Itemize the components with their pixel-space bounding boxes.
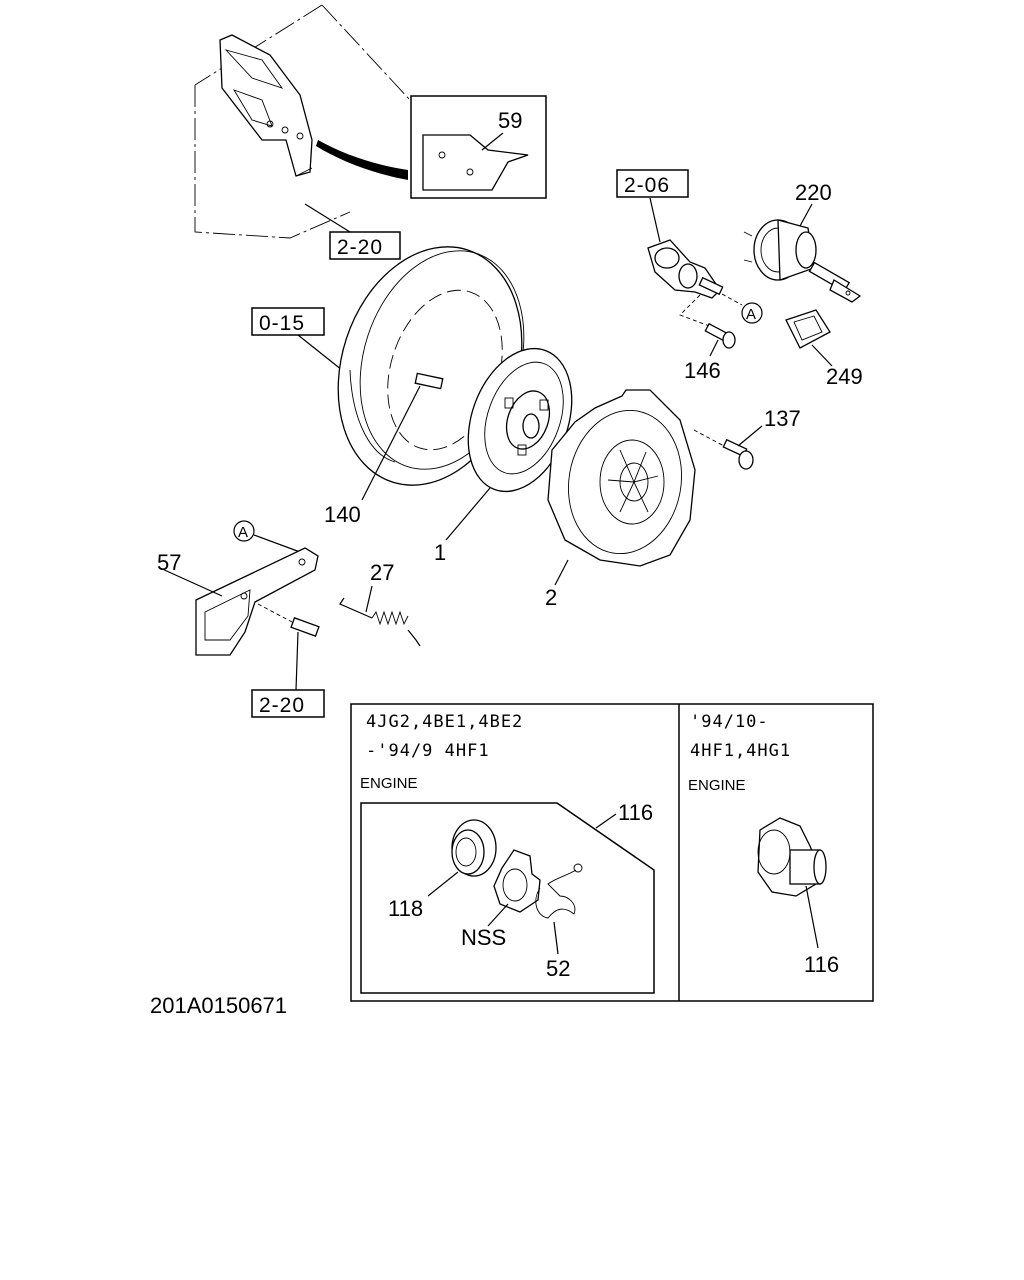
release-fork: 57 (157, 547, 319, 656)
right-engine-line1: '94/10- (690, 712, 769, 732)
gasket-249: 249 (785, 309, 863, 389)
label-59: 59 (498, 108, 522, 133)
svg-text:27: 27 (370, 560, 394, 585)
engine-variant-table: 4JG2,4BE1,4BE2 -'94/9 4HF1 ENGINE '94/10… (350, 703, 874, 1002)
ref-0-15[interactable]: 0-15 (251, 307, 325, 336)
svg-text:A: A (746, 306, 756, 323)
svg-text:116: 116 (618, 800, 653, 825)
marker-a-top: A (741, 302, 763, 324)
left-engine-label: ENGINE (360, 775, 418, 792)
return-spring: 27 (339, 560, 421, 647)
svg-text:146: 146 (684, 358, 721, 383)
clutch-master-cylinder (647, 239, 743, 306)
bolt-146: 146 (684, 322, 736, 383)
svg-text:249: 249 (826, 364, 863, 389)
left-engine-line1: 4JG2,4BE1,4BE2 (366, 712, 523, 732)
svg-text:52: 52 (546, 956, 570, 981)
bracket-59-detail-box: 59 (410, 95, 547, 199)
pedal-bracket-assembly (194, 4, 411, 239)
svg-text:2-20: 2-20 (337, 236, 383, 259)
svg-text:57: 57 (157, 550, 181, 575)
release-bearing-116-right: 116 (757, 817, 839, 977)
pivot-stud (257, 603, 320, 691)
svg-text:116: 116 (804, 952, 839, 977)
left-engine-line2: -'94/9 4HF1 (366, 741, 490, 761)
right-engine-line2: 4HF1,4HG1 (690, 741, 791, 761)
release-bearing-nss: NSS (461, 849, 541, 950)
ref-2-20-top[interactable]: 2-20 (329, 231, 401, 260)
right-engine-label: ENGINE (688, 777, 746, 794)
svg-text:1: 1 (434, 540, 446, 565)
svg-text:220: 220 (795, 180, 832, 205)
clutch-disc: 1 (434, 347, 573, 565)
ref-2-20-bottom[interactable]: 2-20 (251, 689, 325, 718)
svg-text:2: 2 (545, 585, 557, 610)
svg-text:137: 137 (764, 406, 801, 431)
svg-text:NSS: NSS (461, 925, 506, 950)
svg-text:2-06: 2-06 (624, 174, 670, 197)
svg-text:A: A (238, 524, 248, 541)
svg-text:140: 140 (324, 502, 361, 527)
ref-2-06[interactable]: 2-06 (616, 169, 689, 198)
clutch-booster-220: 220 (743, 180, 862, 303)
bearing-118: 118 (388, 819, 497, 921)
diagram-code: 201A0150671 (150, 993, 287, 1018)
svg-text:2-20: 2-20 (259, 694, 305, 717)
marker-a-left: A (233, 520, 255, 542)
svg-text:0-15: 0-15 (259, 312, 305, 335)
bolt-137: 137 (693, 406, 801, 470)
pressure-plate: 2 (545, 389, 696, 610)
svg-text:118: 118 (388, 896, 423, 921)
clip-52: 52 (535, 863, 583, 981)
